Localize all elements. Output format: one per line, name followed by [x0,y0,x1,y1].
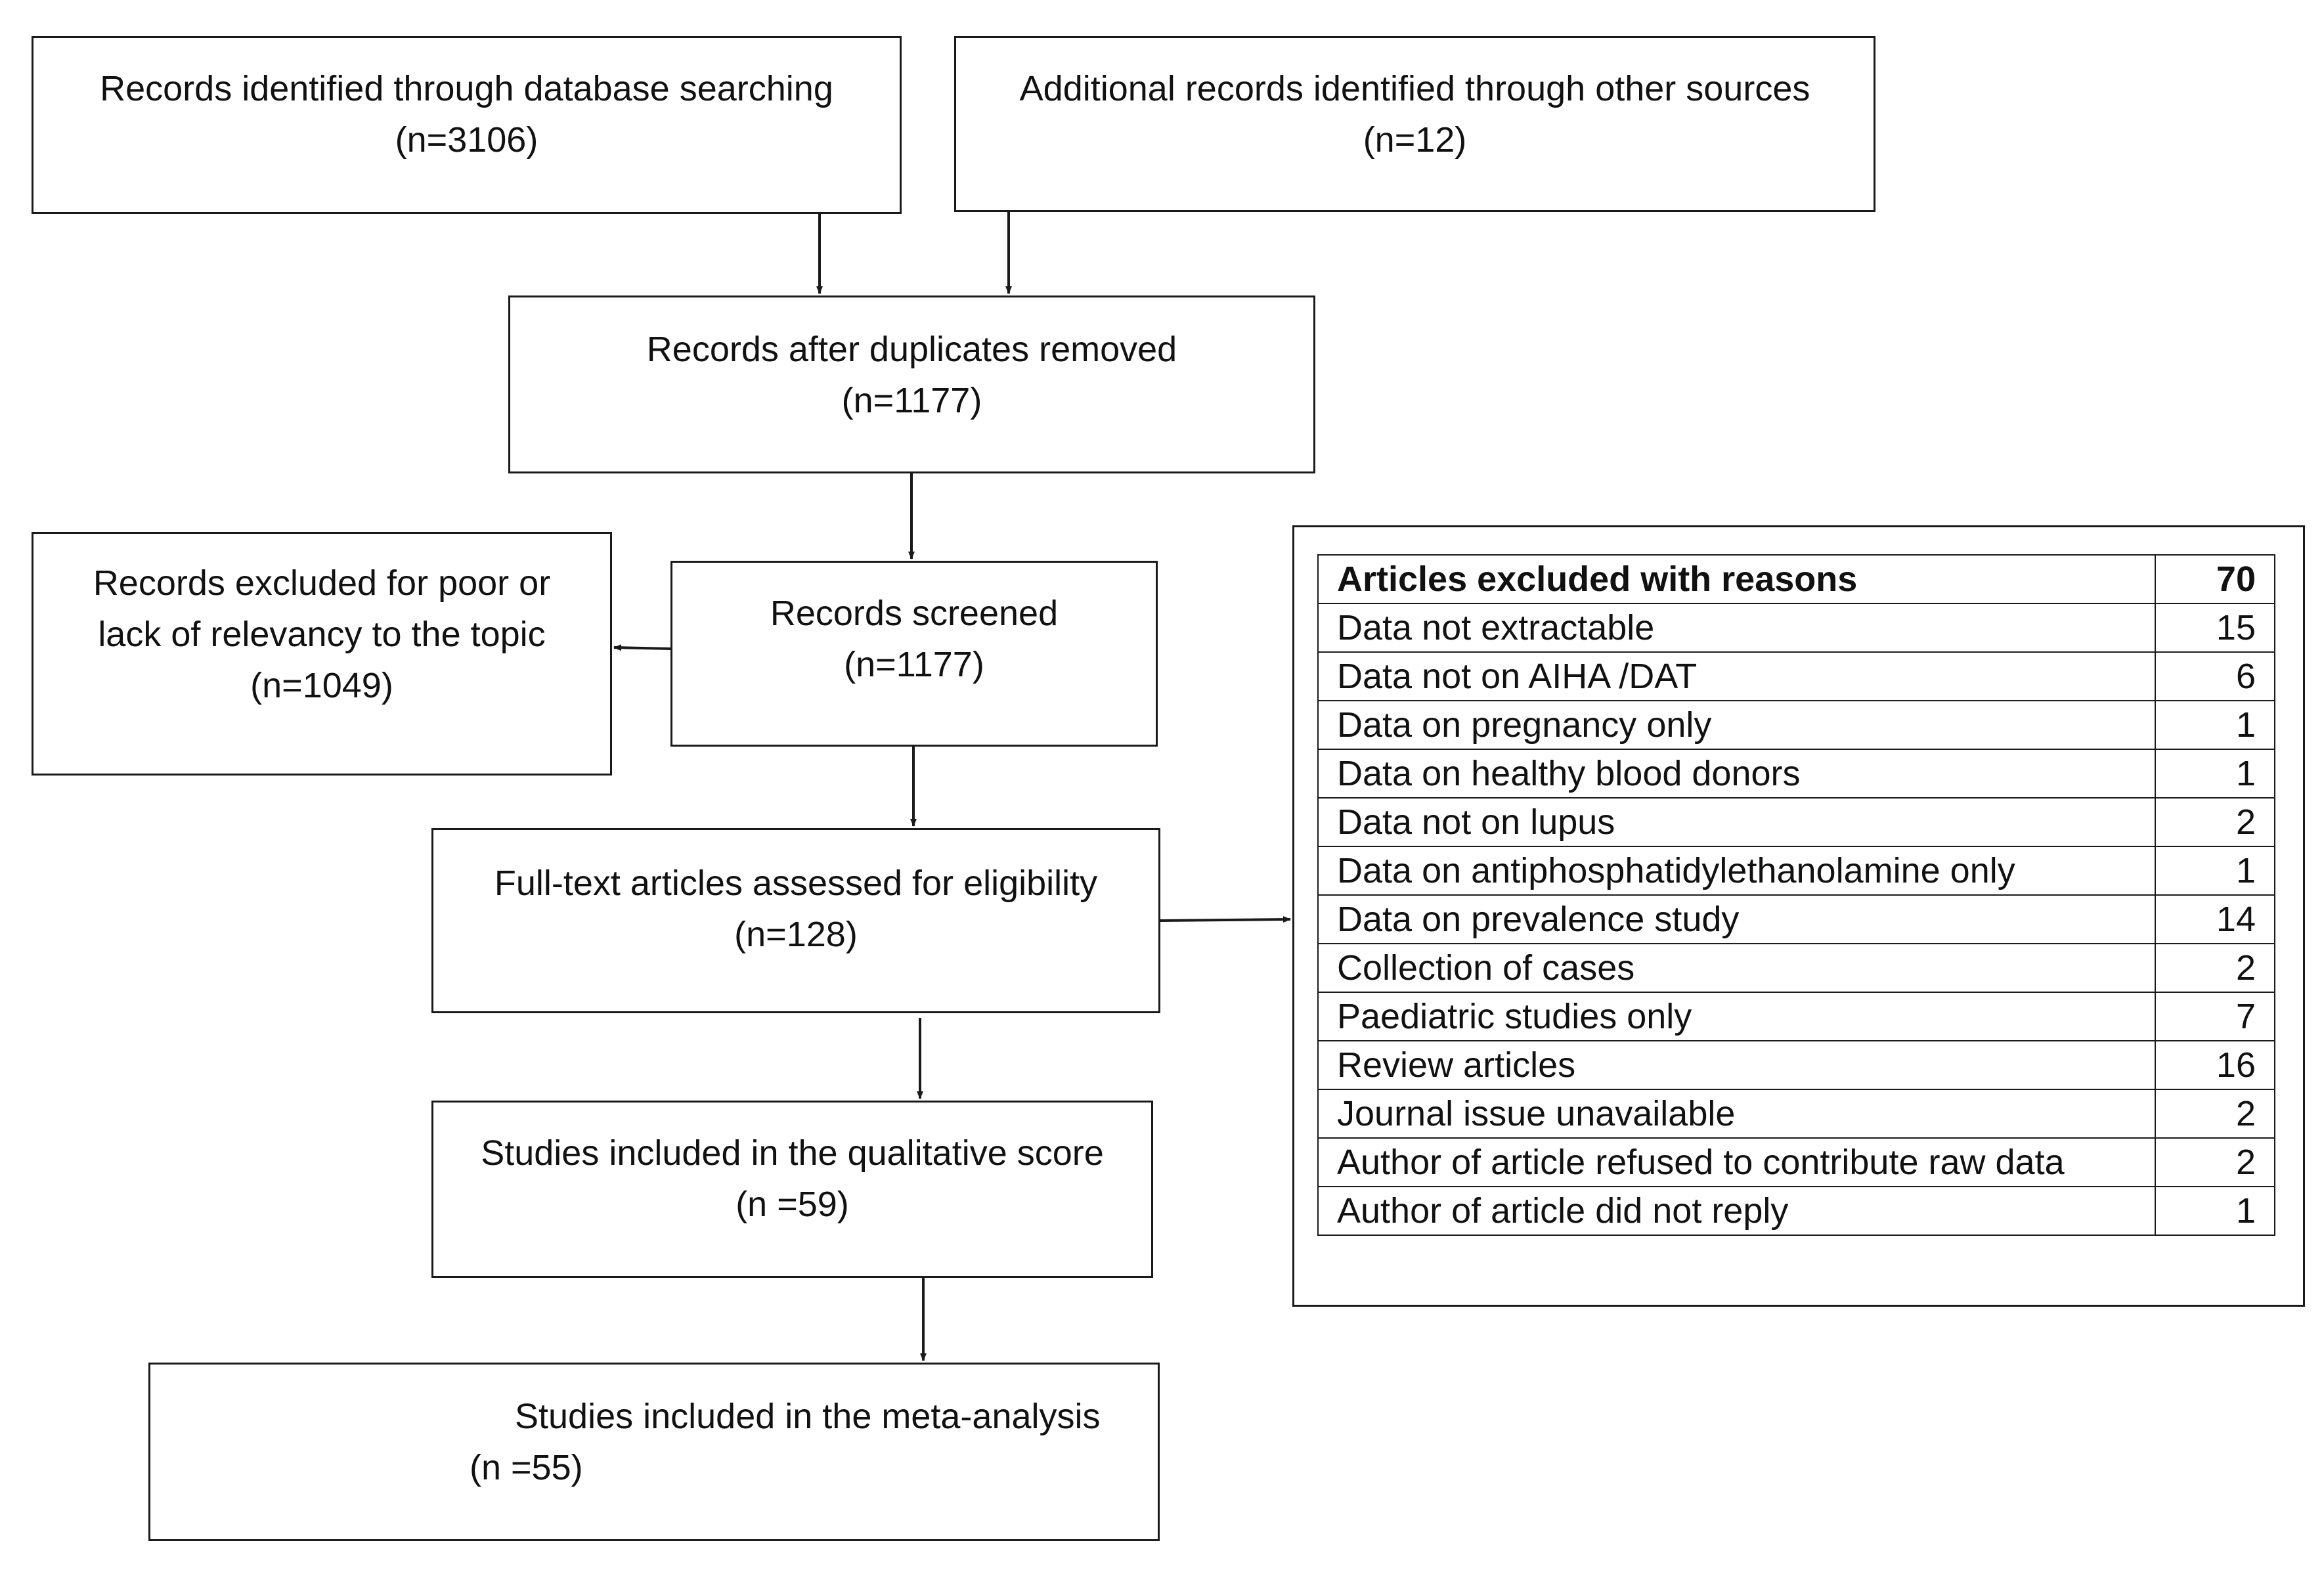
exclusion-reason: Data on healthy blood donors [1317,749,2156,798]
other-sources-box: Additional records identified through ot… [954,36,1875,212]
exclusion-reason: Data on antiphosphatidylethanolamine onl… [1317,846,2156,896]
records-screened-box: Records screened (n=1177) [670,561,1158,747]
qualitative-studies-label: Studies included in the qualitative scor… [481,1133,1104,1173]
exclusion-count: 15 [2155,603,2275,653]
records-screened-count: (n=1177) [844,645,984,684]
meta-analysis-count: (n =55) [470,1448,583,1487]
exclusion-header-row: Articles excluded with reasons 70 [1317,554,2275,604]
exclusion-reason: Author of article did not reply [1317,1186,2156,1236]
table-row: Author of article refused to contribute … [1317,1137,2275,1187]
exclusion-count: 16 [2155,1040,2275,1090]
records-excluded-box: Records excluded for poor or lack of rel… [32,532,612,776]
exclusion-count: 14 [2155,894,2275,944]
database-records-label: Records identified through database sear… [100,69,833,108]
exclusion-reason: Journal issue unavailable [1317,1089,2156,1139]
table-row: Data on antiphosphatidylethanolamine onl… [1317,846,2275,896]
exclusion-count: 2 [2155,943,2275,993]
exclusion-reasons-table: Articles excluded with reasons 70 Data n… [1317,554,2275,1236]
arrow-fulltext-to-exclusions [1160,916,1291,923]
exclusion-reason: Data not extractable [1317,603,2156,653]
fulltext-assessed-count: (n=128) [734,915,858,954]
exclusion-count: 2 [2155,1137,2275,1187]
exclusion-reason: Data not on lupus [1317,797,2156,847]
duplicates-removed-count: (n=1177) [841,381,982,420]
other-sources-count: (n=12) [1363,120,1467,160]
exclusion-reason: Data on prevalence study [1317,894,2156,944]
exclusion-reason: Review articles [1317,1040,2156,1090]
exclusion-count: 1 [2155,700,2275,750]
exclusion-count: 6 [2155,651,2275,701]
exclusion-reason: Author of article refused to contribute … [1317,1137,2156,1187]
exclusion-count: 2 [2155,797,2275,847]
records-excluded-label-2: lack of relevancy to the topic [98,615,546,654]
meta-analysis-box: Studies included in the meta-analysis (n… [148,1363,1160,1541]
records-excluded-count: (n=1049) [250,666,393,705]
database-records-box: Records identified through database sear… [32,36,902,214]
exclusion-count: 1 [2155,846,2275,896]
other-sources-label: Additional records identified through ot… [1019,69,1810,108]
exclusion-reason: Collection of cases [1317,943,2156,993]
duplicates-removed-label: Records after duplicates removed [646,330,1177,369]
records-screened-label: Records screened [770,594,1059,633]
qualitative-studies-count: (n =59) [735,1185,849,1224]
exclusion-count: 1 [2155,1186,2275,1236]
exclusion-count: 1 [2155,749,2275,798]
database-records-count: (n=3106) [395,120,538,160]
qualitative-studies-box: Studies included in the qualitative scor… [431,1101,1153,1278]
exclusion-reason: Paediatric studies only [1317,992,2156,1041]
fulltext-assessed-box: Full-text articles assessed for eligibil… [431,828,1160,1013]
duplicates-removed-box: Records after duplicates removed (n=1177… [508,295,1315,473]
exclusion-header-label: Articles excluded with reasons [1317,554,2156,604]
meta-analysis-label: Studies included in the meta-analysis [515,1397,1101,1436]
records-excluded-label-1: Records excluded for poor or [93,563,551,603]
exclusion-reason: Data on pregnancy only [1317,700,2156,750]
exclusion-header-count: 70 [2155,554,2275,604]
exclusion-reason: Data not on AIHA /DAT [1317,651,2156,701]
fulltext-assessed-label: Full-text articles assessed for eligibil… [494,864,1098,903]
exclusion-count: 7 [2155,992,2275,1041]
exclusion-count: 2 [2155,1089,2275,1139]
arrow-screened-to-excluded [613,644,671,651]
